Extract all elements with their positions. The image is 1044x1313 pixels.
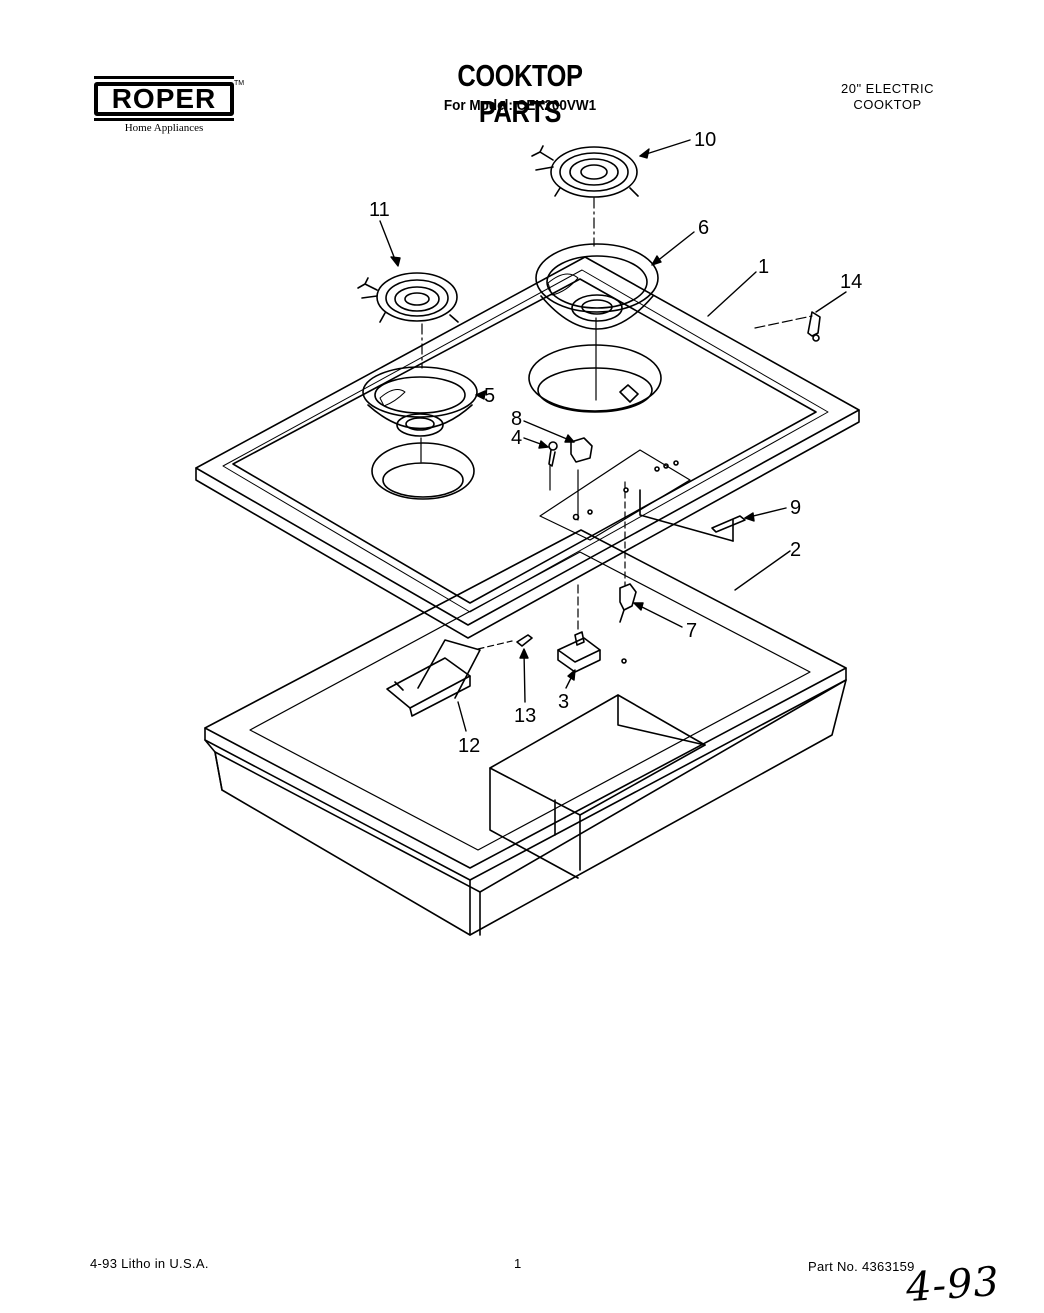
left-burner-opening — [371, 442, 475, 500]
callout-12: 12 — [458, 735, 480, 757]
handwritten-date: 4-93 — [904, 1258, 1002, 1312]
base-pan — [204, 529, 847, 936]
small-parts — [386, 311, 821, 717]
small-surface-element — [357, 272, 459, 323]
model-line: For Model: CEX200VW1 — [443, 97, 597, 114]
callout-9: 9 — [790, 497, 801, 519]
callout-4: 4 — [511, 427, 522, 449]
right-burner-opening — [528, 344, 662, 413]
callout-13: 13 — [514, 705, 536, 727]
brand-name: ROPER — [111, 83, 217, 114]
product-type-line2: COOKTOP — [853, 97, 922, 112]
callout-2: 2 — [790, 539, 801, 561]
cooktop-frame — [195, 256, 860, 639]
callout-10: 10 — [694, 129, 716, 151]
brand-tagline: Home Appliances — [124, 122, 204, 134]
callout-14: 14 — [840, 271, 862, 293]
callout-7: 7 — [686, 620, 697, 642]
callout-11: 11 — [369, 199, 390, 221]
leader-lines — [379, 139, 847, 732]
trademark-mark: TM — [234, 80, 245, 87]
callout-5: 5 — [484, 385, 495, 407]
product-type-line1: 20" ELECTRIC — [841, 81, 934, 96]
page-number: 1 — [514, 1256, 522, 1271]
callout-3: 3 — [558, 691, 569, 713]
logo-stripe — [94, 118, 234, 121]
large-drip-bowl — [535, 243, 659, 330]
logo-box — [94, 82, 234, 116]
alignment-lines — [420, 197, 813, 650]
large-surface-element — [531, 145, 639, 198]
callout-6: 6 — [698, 217, 709, 239]
small-drip-bowl — [362, 366, 478, 437]
page-title: COOKTOP PARTS — [457, 58, 583, 129]
roper-logo: ROPER TM Home Appliances — [84, 76, 244, 138]
callout-8: 8 — [511, 408, 522, 430]
logo-stripe — [94, 76, 234, 79]
product-type: 20" ELECTRIC COOKTOP — [820, 81, 955, 113]
print-info: 4-93 Litho in U.S.A. — [90, 1256, 209, 1271]
callout-numbers: 10 11 6 1 14 5 8 4 9 2 7 13 3 12 — [369, 129, 862, 757]
part-number: Part No. 4363159 — [808, 1259, 915, 1274]
callout-1: 1 — [758, 256, 769, 278]
